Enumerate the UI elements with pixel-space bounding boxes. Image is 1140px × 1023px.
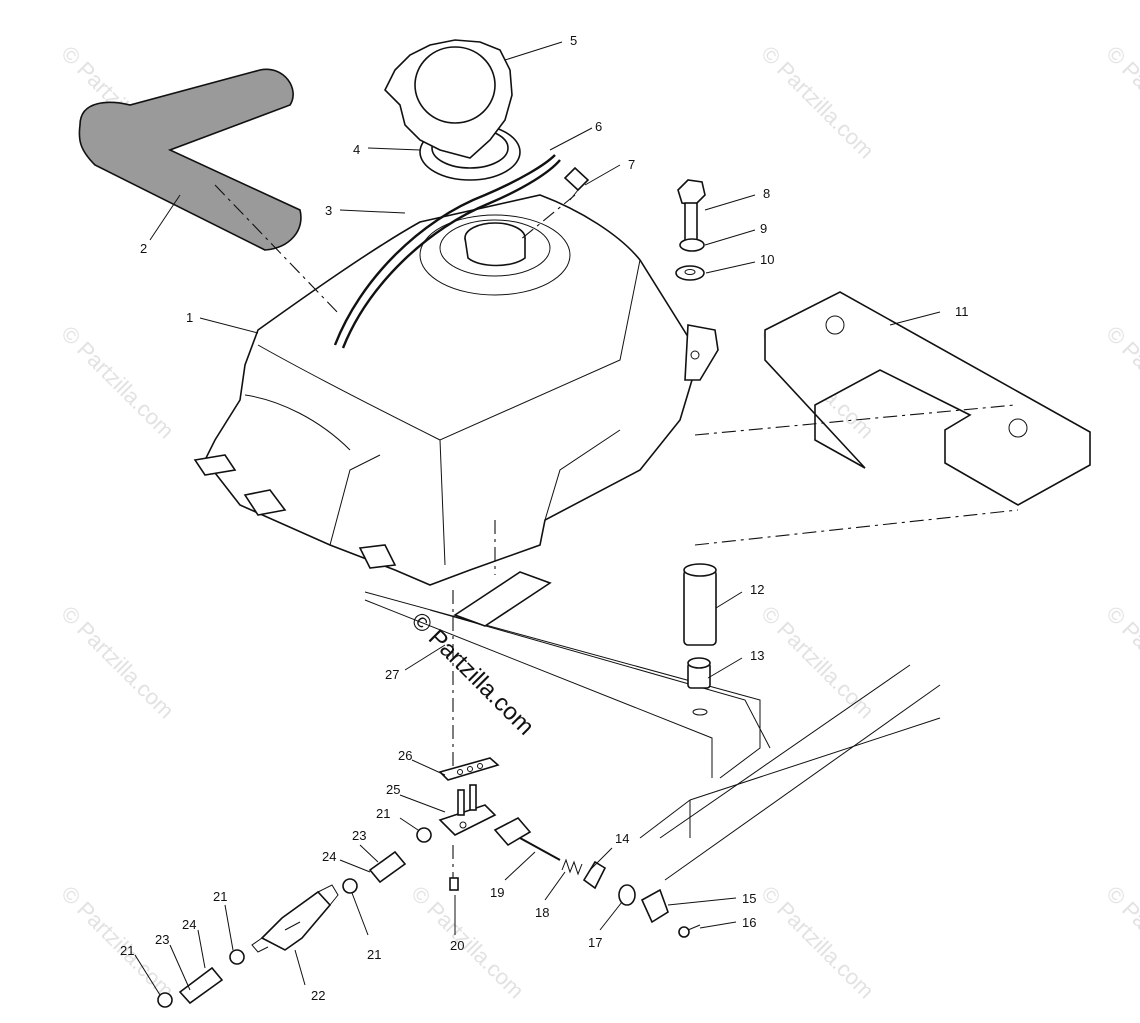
callout-24-upper: 24	[322, 849, 336, 864]
callout-21-upper: 21	[376, 806, 390, 821]
valve-lever	[493, 816, 561, 861]
callout-16: 16	[742, 915, 756, 930]
watermark-tile: © Partzilla.com	[756, 881, 879, 1004]
callout-11: 11	[955, 304, 969, 319]
watermark-tile: © Partzilla.com	[1101, 321, 1140, 444]
callout-12: 12	[750, 582, 764, 597]
callout-2: 2	[140, 241, 147, 256]
flat-washer	[675, 265, 705, 281]
valve-bracket	[438, 757, 500, 781]
watermark-tile: © Partzilla.com	[756, 41, 879, 164]
hose-clamp	[416, 827, 432, 843]
watermark-tile: © Partzilla.com	[756, 601, 879, 724]
callout-3: 3	[325, 203, 332, 218]
callout-18: 18	[535, 905, 549, 920]
callout-7: 7	[628, 157, 635, 172]
vent-hose	[333, 154, 561, 349]
callout-20: 20	[450, 938, 464, 953]
watermark-tile: © Partzilla.com	[1101, 881, 1140, 1004]
fuel-cap	[384, 39, 513, 159]
alignment-lines	[214, 184, 1019, 880]
grommet	[687, 657, 711, 716]
callout-13: 13	[750, 648, 764, 663]
valve-washer	[618, 884, 636, 906]
callout-10: 10	[760, 252, 774, 267]
watermark-tile: © Partzilla.com	[1101, 601, 1140, 724]
callout-19: 19	[490, 885, 504, 900]
frame-rails	[364, 591, 941, 881]
watermark-tile: © Partzilla.com	[406, 881, 529, 1004]
hose-clamp	[342, 878, 358, 894]
callout-24-lower: 24	[182, 917, 196, 932]
callout-22: 22	[311, 988, 325, 1003]
callouts: 1 2 3 4 5 6 7 8 9 10 11 12 13 14 15 16 1…	[120, 33, 969, 1003]
knob-screw	[678, 924, 701, 938]
callout-17: 17	[588, 935, 602, 950]
callout-8: 8	[763, 186, 770, 201]
callout-9: 9	[760, 221, 767, 236]
fuel-hose	[368, 850, 407, 884]
mounting-pad	[764, 291, 1091, 506]
tank-pad	[453, 571, 552, 627]
callout-6: 6	[595, 119, 602, 134]
lock-washer	[679, 238, 705, 252]
callout-27: 27	[385, 667, 399, 682]
valve-spring	[561, 858, 583, 876]
callout-21-lower: 21	[120, 943, 134, 958]
main-watermark: © Partzilla.com	[406, 607, 539, 740]
vent-valve	[563, 166, 590, 201]
callout-23-upper: 23	[352, 828, 366, 843]
heat-shield-pad	[78, 68, 302, 251]
callout-15: 15	[742, 891, 756, 906]
hose-clamp	[157, 992, 173, 1008]
callout-21-middle: 21	[367, 947, 381, 962]
tank-bolt	[677, 179, 706, 244]
valve-knob	[640, 888, 669, 924]
watermark-tile: © Partzilla.com	[56, 601, 179, 724]
callout-1: 1	[186, 310, 193, 325]
callout-14: 14	[615, 831, 629, 846]
fuel-tank	[193, 194, 719, 586]
fuel-filter	[251, 884, 339, 953]
spacer-tube	[683, 563, 717, 646]
callout-26: 26	[398, 748, 412, 763]
callout-5: 5	[570, 33, 577, 48]
fuel-hose	[178, 966, 224, 1005]
leader-lines	[134, 41, 941, 996]
callout-21-left: 21	[213, 889, 227, 904]
hose-clamp	[229, 949, 245, 965]
valve-screw	[449, 877, 459, 891]
watermark-tile: © Partzilla.com	[1101, 41, 1140, 164]
callout-25: 25	[386, 782, 400, 797]
callout-23-lower: 23	[155, 932, 169, 947]
callout-4: 4	[353, 142, 360, 157]
fuel-valve	[438, 784, 497, 836]
watermark-tile: © Partzilla.com	[56, 321, 179, 444]
